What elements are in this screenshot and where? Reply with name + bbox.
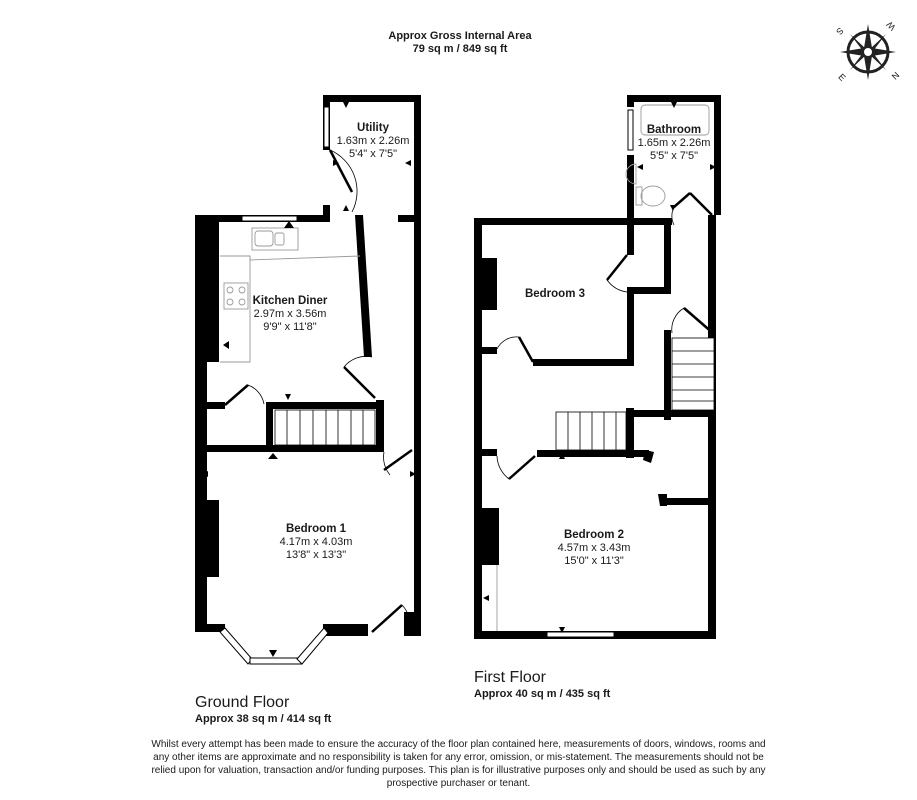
room-bedroom-3: Bedroom 3	[525, 288, 585, 301]
room-utility: Utility 1.63m x 2.26m 5'4" x 7'5"	[337, 122, 410, 161]
floor-area: Approx 38 sq m / 414 sq ft	[195, 713, 332, 725]
room-imperial: 5'5" x 7'5"	[649, 150, 699, 162]
room-name: Utility	[357, 122, 389, 134]
compass-label-s: S	[834, 25, 845, 36]
room-imperial: 15'0" x 11'3"	[564, 555, 624, 567]
room-metric: 4.17m x 4.03m	[279, 536, 353, 548]
first-floor-caption: First Floor Approx 40 sq m / 435 sq ft	[474, 668, 610, 701]
room-kitchen-diner: Kitchen Diner 2.97m x 3.56m 9'9" x 11'8"	[253, 295, 328, 334]
gross-area-value: 79 sq m / 849 sq ft	[412, 43, 508, 55]
room-imperial: 5'4" x 7'5"	[348, 148, 398, 160]
room-name: Bedroom 3	[524, 288, 586, 300]
room-metric: 1.65m x 2.26m	[637, 137, 711, 149]
compass-label-e: E	[836, 72, 847, 83]
room-imperial: 9'9" x 11'8"	[263, 321, 317, 333]
floor-title: First Floor	[474, 669, 546, 686]
room-metric: 1.63m x 2.26m	[336, 135, 410, 147]
room-metric: 2.97m x 3.56m	[253, 308, 327, 320]
gross-internal-area: Approx Gross Internal Area 79 sq m / 849…	[300, 30, 620, 56]
room-bathroom: Bathroom 1.65m x 2.26m 5'5" x 7'5"	[638, 124, 711, 163]
floor-area: Approx 40 sq m / 435 sq ft	[474, 688, 611, 700]
compass-label-n: N	[890, 70, 902, 82]
ground-floor-caption: Ground Floor Approx 38 sq m / 414 sq ft	[195, 693, 331, 726]
room-metric: 4.57m x 3.43m	[557, 542, 631, 554]
room-bedroom-1: Bedroom 1 4.17m x 4.03m 13'8" x 13'3"	[280, 523, 353, 562]
compass-rose-icon: S W E N	[828, 14, 908, 90]
disclaimer-text: Whilst every attempt has been made to en…	[151, 739, 766, 789]
wall	[323, 95, 421, 102]
room-name: Bedroom 2	[563, 529, 625, 541]
gross-area-title: Approx Gross Internal Area	[388, 30, 532, 42]
room-name: Bathroom	[646, 124, 702, 136]
room-imperial: 13'8" x 13'3"	[285, 549, 347, 561]
room-name: Kitchen Diner	[252, 295, 328, 307]
floor-title: Ground Floor	[195, 694, 290, 711]
room-bedroom-2: Bedroom 2 4.57m x 3.43m 15'0" x 11'3"	[558, 529, 631, 568]
room-name: Bedroom 1	[285, 523, 347, 535]
